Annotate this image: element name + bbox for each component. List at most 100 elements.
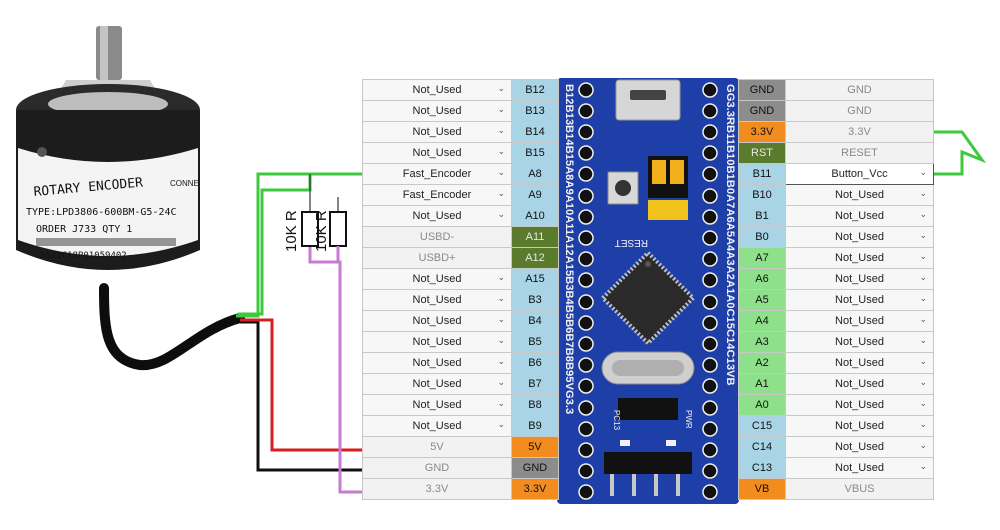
left-function-select[interactable]: Not_Used⌄ [362,310,512,332]
left-function-select[interactable]: Not_Used⌄ [362,121,512,143]
chevron-down-icon[interactable]: ⌄ [497,83,505,93]
left-pin-row: Not_Used⌄B12 [362,79,559,101]
right-header-pins [702,82,718,500]
chevron-down-icon[interactable]: ⌄ [919,188,927,198]
chevron-down-icon[interactable]: ⌄ [919,461,927,471]
chevron-down-icon[interactable]: ⌄ [919,419,927,429]
right-function-value: Not_Used [835,189,884,201]
encoder-serial: S531C18P01059402 [40,251,127,261]
right-pin-label: A0 [738,394,786,416]
chevron-down-icon[interactable]: ⌄ [919,251,927,261]
left-function-value: Not_Used [412,147,462,159]
chevron-down-icon[interactable]: ⌄ [497,377,505,387]
right-function-select[interactable]: Not_Used⌄ [785,247,934,269]
chevron-down-icon[interactable]: ⌄ [497,104,505,114]
right-pin-row: 3.3V 3.3V [738,121,934,143]
left-pin-row: Not_Used⌄A10 [362,205,559,227]
right-function-value: Not_Used [835,336,884,348]
chevron-down-icon[interactable]: ⌄ [497,209,505,219]
left-function-select[interactable]: Not_Used⌄ [362,100,512,122]
wire-red-5v [240,318,362,452]
right-function-select[interactable]: Not_Used⌄ [785,289,934,311]
left-function-select[interactable]: Fast_Encoder ⌄ [362,163,512,185]
right-function-value: Not_Used [835,210,884,222]
left-pin-row: Not_Used⌄B5 [362,331,559,353]
chevron-down-icon[interactable]: ⌄ [919,314,927,324]
right-function-select[interactable]: Button_Vcc⌄ [785,163,934,185]
right-function-value: Not_Used [835,273,884,285]
chevron-down-icon[interactable]: ⌄ [497,356,505,366]
left-pin-label: B6 [511,352,559,374]
left-function-select[interactable]: Not_Used⌄ [362,352,512,374]
right-function-select[interactable]: Not_Used⌄ [785,226,934,248]
right-pin-label: 3.3V [738,121,786,143]
chevron-down-icon[interactable]: ⌄ [497,335,505,345]
right-function-select[interactable]: Not_Used ⌄ [785,205,934,227]
left-function-value: 5V [430,441,444,453]
left-function-select[interactable]: Not_Used⌄ [362,331,512,353]
reset-label: RESET [615,237,648,248]
chevron-down-icon[interactable]: ⌄ [497,419,505,429]
encoder-order: ORDER J733 QTY 1 [36,224,132,235]
chevron-down-icon[interactable]: ⌄ [919,230,927,240]
chevron-down-icon[interactable]: ⌄ [497,146,505,156]
right-pin-label: A4 [738,310,786,332]
left-function-select[interactable]: Not_Used⌄ [362,289,512,311]
chevron-down-icon[interactable]: ⌄ [919,209,927,219]
left-header-pins [578,82,594,500]
left-function-select[interactable]: Not_Used⌄ [362,415,512,437]
left-function-select[interactable]: Not_Used⌄ [362,268,512,290]
left-function-select[interactable]: Not_Used ⌄ [362,142,512,164]
left-function-value: Not_Used [412,399,462,411]
right-function-fixed: RESET [785,142,934,164]
left-function-fixed: GND [362,457,512,479]
wires [236,130,987,494]
chevron-down-icon[interactable]: ⌄ [919,440,927,450]
chevron-down-icon[interactable]: ⌄ [919,398,927,408]
chevron-down-icon[interactable]: ⌄ [497,293,505,303]
right-pin-label: C15 [738,415,786,437]
left-function-value: Fast_Encoder [402,168,472,180]
right-function-select[interactable]: Not_Used⌄ [785,436,934,458]
left-function-select[interactable]: Not_Used ⌄ [362,394,512,416]
right-function-select[interactable]: Not_Used⌄ [785,352,934,374]
right-function-fixed: GND [785,79,934,101]
left-function-value: Not_Used [412,378,462,390]
chevron-down-icon[interactable]: ⌄ [497,314,505,324]
right-function-select[interactable]: Not_Used⌄ [785,310,934,332]
left-function-select[interactable]: Not_Used⌄ [362,205,512,227]
left-function-select[interactable]: Not_Used ⌄ [362,373,512,395]
right-function-select[interactable]: Not_Used ⌄ [785,268,934,290]
chevron-down-icon[interactable]: ⌄ [919,377,927,387]
chevron-down-icon[interactable]: ⌄ [497,167,505,177]
right-function-select[interactable]: Not_Used⌄ [785,415,934,437]
chevron-down-icon[interactable]: ⌄ [919,293,927,303]
chevron-down-icon[interactable]: ⌄ [497,188,505,198]
right-function-value: 3.3V [848,126,871,138]
left-function-select[interactable]: Not_Used⌄ [362,79,512,101]
left-function-value: USBD+ [418,252,456,264]
mcu-chip [599,249,697,347]
right-pin-label: GND [738,100,786,122]
chevron-down-icon[interactable]: ⌄ [919,272,927,282]
chevron-down-icon[interactable]: ⌄ [919,167,927,177]
right-function-select[interactable]: Not_Used⌄ [785,373,934,395]
chevron-down-icon[interactable]: ⌄ [497,125,505,135]
right-function-select[interactable]: Not_Used⌄ [785,394,934,416]
right-function-select[interactable]: Not_Used⌄ [785,457,934,479]
chevron-down-icon[interactable]: ⌄ [497,398,505,408]
left-function-fixed: 5V [362,436,512,458]
left-function-select[interactable]: Fast_Encoder⌄ [362,184,512,206]
right-function-select[interactable]: Not_Used ⌄ [785,331,934,353]
left-function-fixed: USBD- [362,226,512,248]
chevron-down-icon[interactable]: ⌄ [497,272,505,282]
chevron-down-icon[interactable]: ⌄ [919,335,927,345]
chevron-down-icon[interactable]: ⌄ [919,356,927,366]
right-function-select[interactable]: Not_Used ⌄ [785,184,934,206]
